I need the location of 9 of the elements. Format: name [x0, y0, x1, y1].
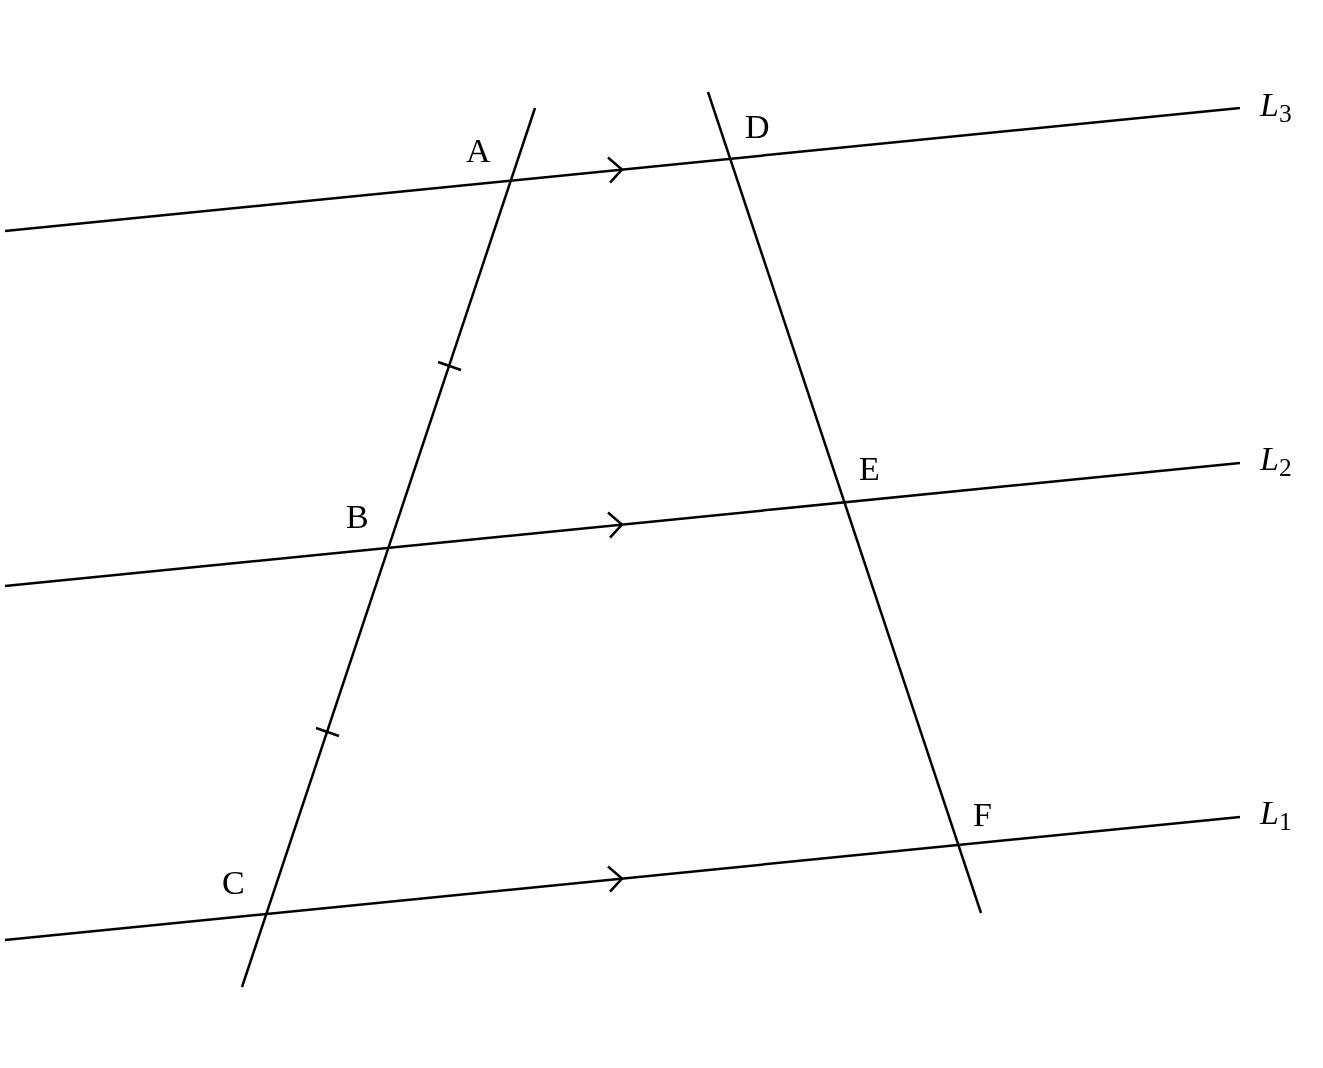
point-label: E — [859, 452, 880, 486]
point-label: F — [973, 798, 992, 832]
point-label: C — [222, 866, 245, 900]
point-label: L$_{2}$ — [1260, 442, 1292, 476]
point-label: D — [745, 110, 770, 144]
point-label: B — [346, 500, 369, 534]
point-label: A — [466, 134, 491, 168]
point-label: L$_{3}$ — [1260, 88, 1292, 122]
point-label: L$_{1}$ — [1260, 796, 1292, 830]
